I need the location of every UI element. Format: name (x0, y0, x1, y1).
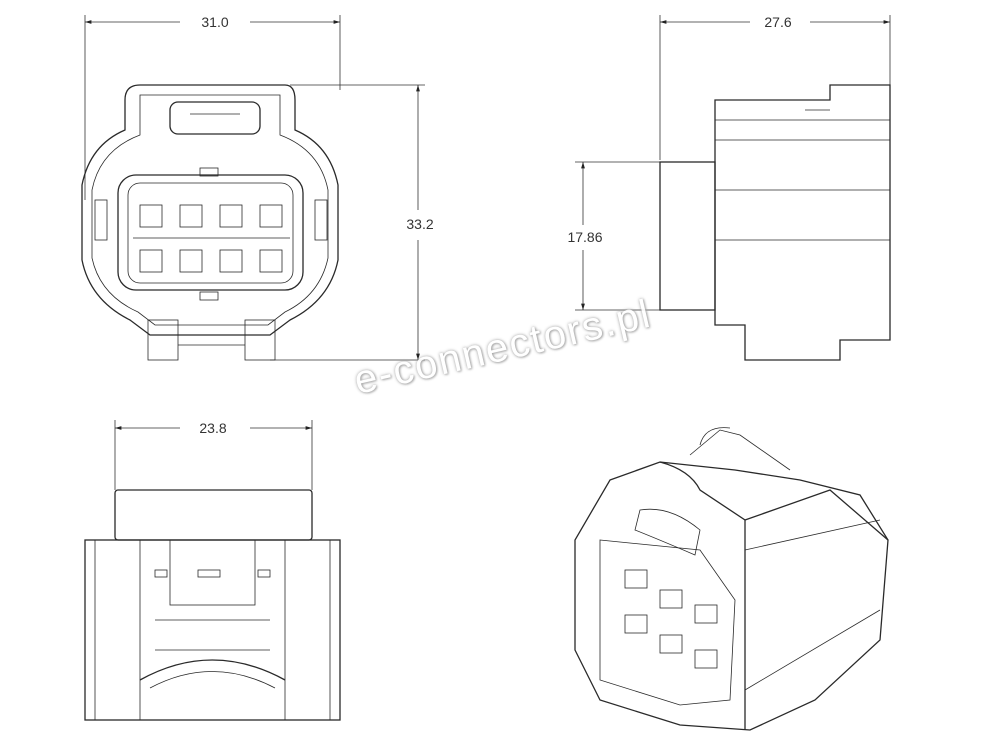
side-view (575, 15, 891, 361)
terminal-cavities (94, 167, 328, 301)
dim-front-width: 31.0 (201, 14, 228, 30)
dim-front-height: 33.2 (406, 216, 433, 232)
terminal-cavities-iso (624, 569, 718, 669)
dim-side-height: 17.86 (567, 229, 602, 245)
isometric-view (574, 427, 889, 731)
bottom-view (84, 420, 341, 721)
front-view (81, 15, 425, 361)
dim-bottom-width: 23.8 (199, 420, 226, 436)
dim-side-depth: 27.6 (764, 14, 791, 30)
